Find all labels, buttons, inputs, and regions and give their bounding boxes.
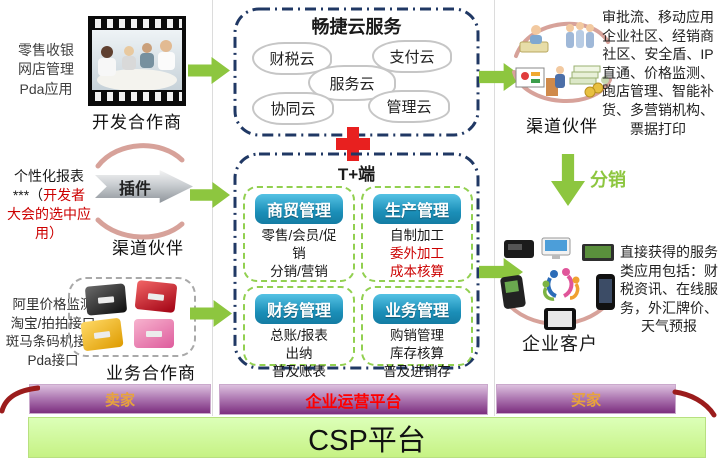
module-business-title: 业务管理: [373, 294, 461, 324]
module-business-items: 购销管理 库存核算 普及进销存: [383, 328, 451, 379]
personal-report-text-red: 开发者 大会的选中应 用）: [7, 186, 91, 241]
film-strip-photo-icon: [88, 16, 186, 106]
cloud-management: 管理云: [368, 90, 450, 123]
module-finance-title: 财务管理: [255, 294, 343, 324]
module-production: 生产管理 自制加工委外加工 成本核算: [361, 186, 473, 282]
meeting-photo: [92, 30, 182, 90]
dev-partner-services-text: 零售收银 网店管理 Pda应用: [18, 42, 74, 97]
buyer-bar: 买家: [496, 384, 676, 414]
channel-partner-left-label: 渠道伙伴: [112, 239, 184, 258]
seller-bar: 卖家: [29, 384, 211, 414]
dev-partner-label: 开发合作商: [92, 113, 182, 132]
plugin-label: 插件: [118, 180, 151, 198]
module-trade-items: 零售/会员/促 销 分销/营销: [261, 228, 337, 279]
film-sprockets-top: [92, 19, 182, 28]
module-trade: 商贸管理 零售/会员/促 销 分销/营销: [243, 186, 355, 282]
enterprise-customer-label: 企业客户: [522, 334, 598, 354]
csp-platform-label: CSP平台: [308, 424, 426, 457]
devices-clipart-icon: [500, 237, 615, 330]
distribution-arrow-icon: [551, 154, 585, 206]
module-production-items-red: 委外加工 成本核算: [390, 245, 444, 279]
black-box-icon: [84, 283, 128, 316]
module-finance: 财务管理 总账/报表 出纳 普及账表: [243, 286, 355, 379]
column-divider-right: [494, 0, 495, 416]
module-production-items: 自制加工: [390, 228, 444, 243]
seller-bar-label: 卖家: [104, 391, 135, 409]
platform-bar-label: 企业运营平台: [305, 393, 402, 411]
module-production-title: 生产管理: [373, 194, 461, 224]
red-swoosh-right-icon: [672, 389, 717, 418]
buyer-bar-label: 买家: [570, 391, 601, 409]
film-sprockets-bottom: [92, 92, 182, 101]
module-finance-items: 总账/报表 出纳 普及账表: [270, 328, 328, 379]
cycle-arcs-icon: [95, 143, 185, 240]
cloud-collaboration: 协同云: [252, 92, 334, 125]
business-partner-label: 业务合作商: [106, 364, 196, 383]
personal-report-text: 个性化报表 ***（: [12, 168, 84, 203]
gold-box-icon: [80, 317, 124, 352]
cloud-payment: 支付云: [372, 40, 452, 73]
flow-arrow-dev-to-cloud-icon: [188, 57, 230, 84]
enterprise-customer-services-text: 直接获得的服务 类应用包括：财 税资讯、在线服 务，外汇牌价、 天气预报: [620, 244, 718, 335]
storage-boxes-container: [68, 277, 196, 357]
distribution-label: 分销: [590, 170, 626, 190]
flow-arrow-plugin-to-tplus-icon: [190, 182, 230, 208]
cloud-services-title: 畅捷云服务: [311, 17, 402, 37]
flow-arrow-biz-to-tplus-icon: [190, 300, 232, 327]
pink-box-icon: [134, 319, 174, 348]
red-box-icon: [134, 279, 178, 314]
business-people-clipart-icon: [512, 21, 612, 103]
platform-bar: 企业运营平台: [219, 384, 488, 415]
channel-partner-services-text: 审批流、移动应用 企业社区、经销商 社区、安全盾、IP 直通、价格监测、 跑店管…: [602, 9, 714, 137]
meeting-photo-figures: [97, 40, 177, 90]
tplus-border: [233, 152, 480, 370]
channel-partner-right-label: 渠道伙伴: [526, 117, 598, 136]
module-business: 业务管理 购销管理 库存核算 普及进销存: [361, 286, 473, 379]
tplus-title: T+端: [337, 165, 376, 184]
csp-platform-bar: CSP平台: [28, 417, 706, 458]
red-swoosh-left-icon: [0, 385, 40, 414]
column-divider-left: [212, 0, 213, 416]
module-trade-title: 商贸管理: [255, 194, 343, 224]
